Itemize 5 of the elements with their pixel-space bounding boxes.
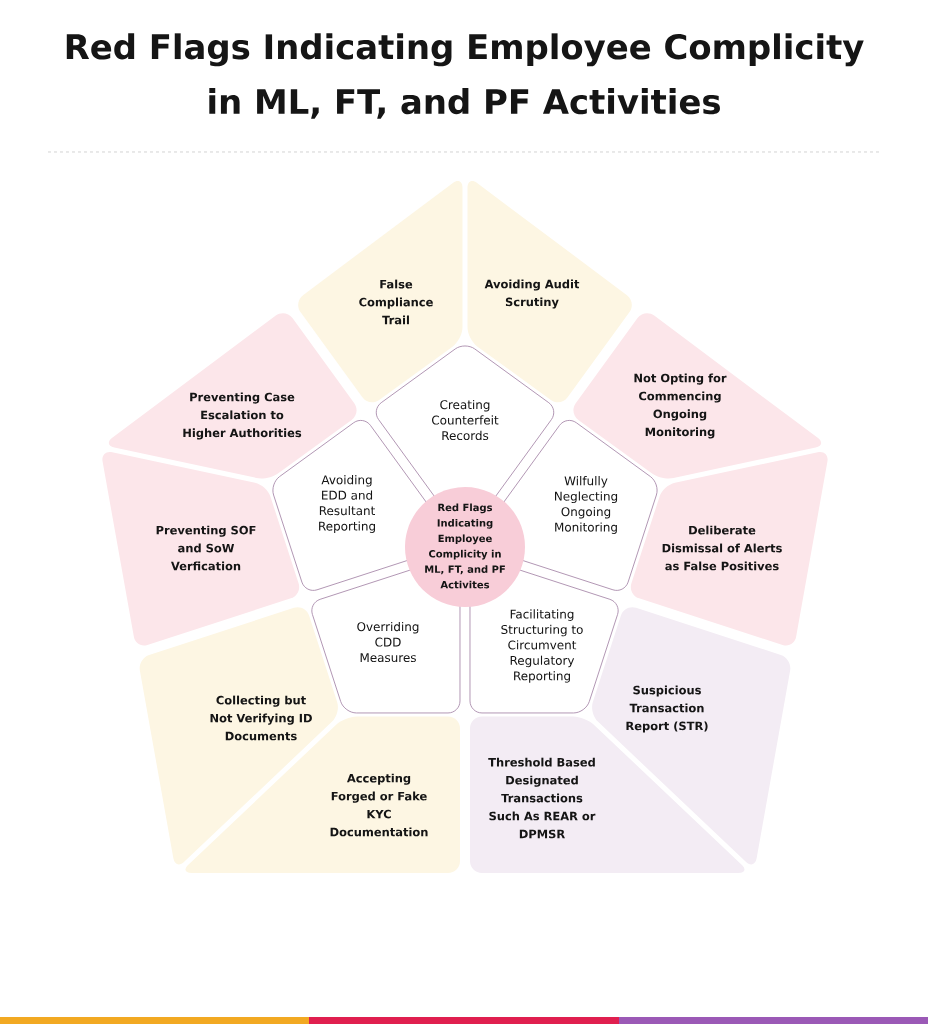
outer-segment: Preventing SOF and SoW Verfication: [102, 451, 300, 646]
node-label: Preventing SOF and SoW Verfication: [156, 525, 256, 571]
node-label: Deliberate Dismissal of Alerts as False Positives: [662, 525, 782, 571]
outer-segment: Deliberate Dismissal of Alerts as False Positives: [630, 451, 828, 646]
title: Red Flags Indicating Employee Complicity in ML, FT, and PF Activities: [66, 33, 864, 119]
